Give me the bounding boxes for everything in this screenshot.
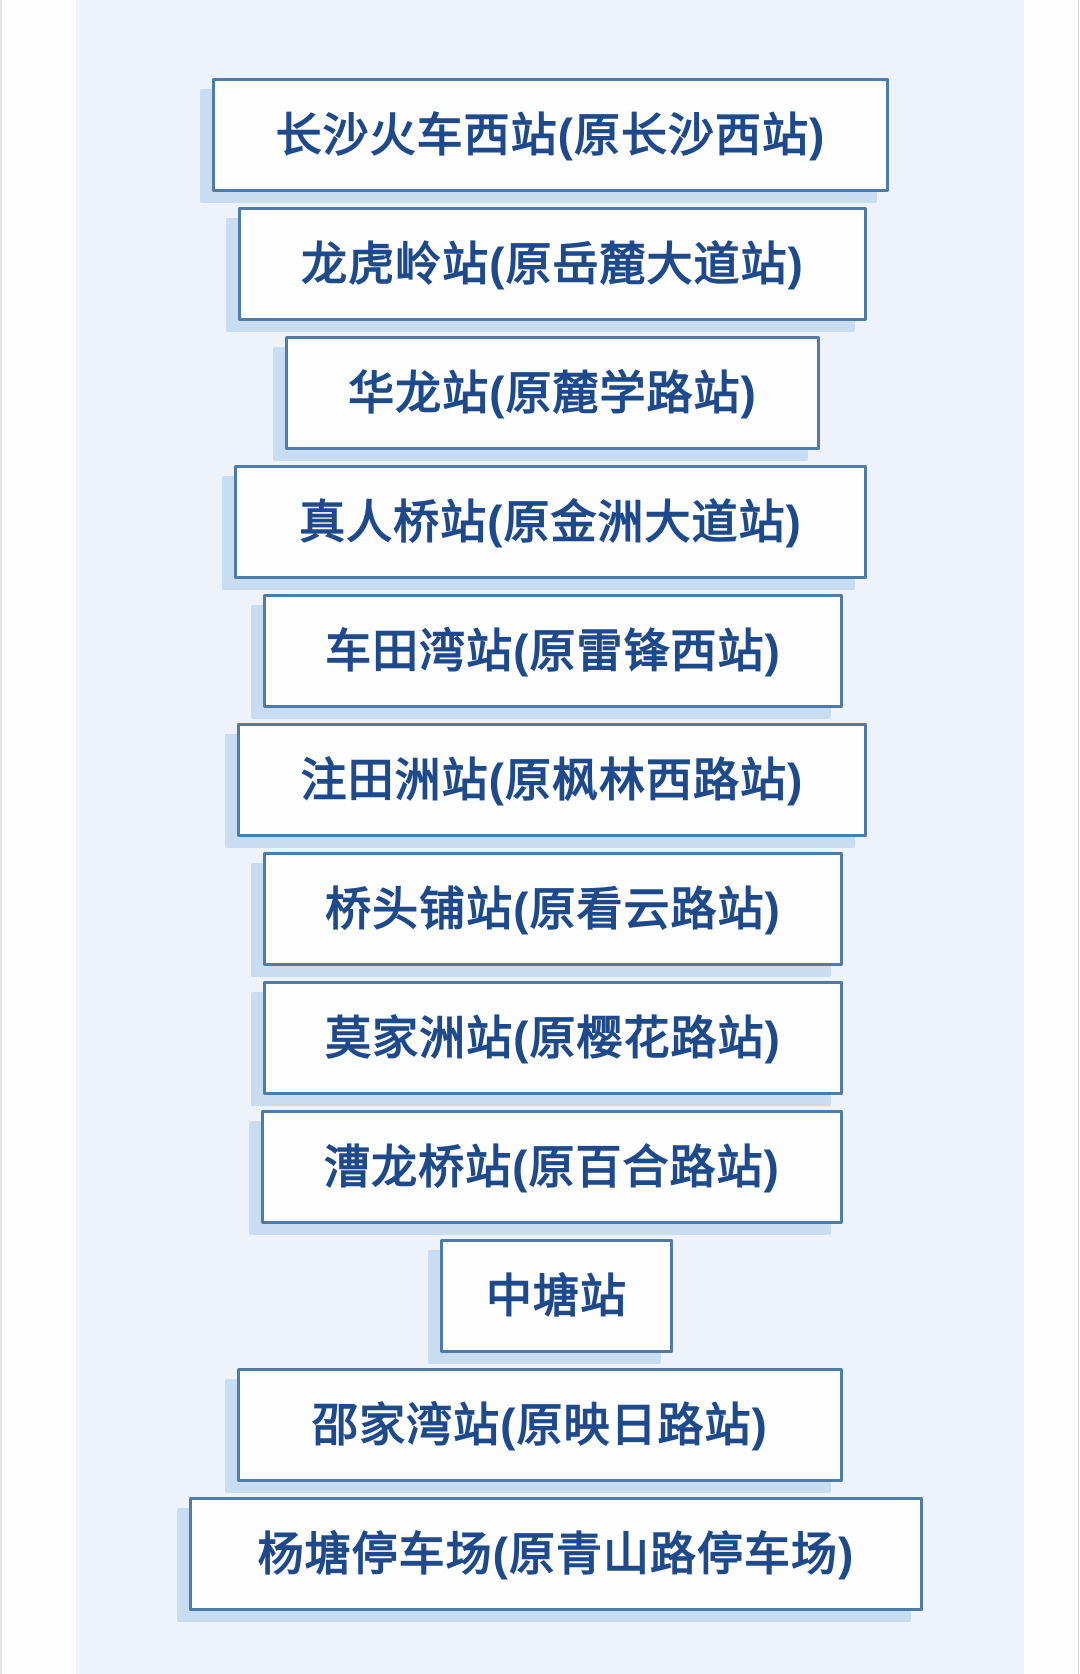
station-card-10: 中塘站 xyxy=(440,1239,673,1353)
station-card-4: 真人桥站(原金洲大道站) xyxy=(234,465,867,579)
station-card-1: 长沙火车西站(原长沙西站) xyxy=(212,78,889,192)
station-label: 桥头铺站(原看云路站) xyxy=(325,883,781,935)
right-edge-line xyxy=(1078,0,1079,1674)
station-label: 长沙火车西站(原长沙西站) xyxy=(275,109,826,161)
station-card-3: 华龙站(原麓学路站) xyxy=(285,336,820,450)
station-label: 中塘站 xyxy=(486,1270,627,1322)
station-card-8: 莫家洲站(原樱花路站) xyxy=(263,981,843,1095)
station-label: 华龙站(原麓学路站) xyxy=(348,367,757,419)
station-label: 杨塘停车场(原青山路停车场) xyxy=(257,1528,855,1580)
station-card-6: 注田洲站(原枫林西路站) xyxy=(237,723,867,837)
station-label: 龙虎岭站(原岳麓大道站) xyxy=(301,238,804,290)
station-label: 车田湾站(原雷锋西站) xyxy=(325,625,781,677)
station-label: 莫家洲站(原樱花路站) xyxy=(325,1012,781,1064)
station-label: 邵家湾站(原映日路站) xyxy=(312,1399,768,1451)
station-card-7: 桥头铺站(原看云路站) xyxy=(263,852,843,966)
station-card-5: 车田湾站(原雷锋西站) xyxy=(263,594,843,708)
station-card-9: 漕龙桥站(原百合路站) xyxy=(261,1110,843,1224)
station-card-2: 龙虎岭站(原岳麓大道站) xyxy=(238,207,867,321)
station-card-12: 杨塘停车场(原青山路停车场) xyxy=(189,1497,923,1611)
station-card-11: 邵家湾站(原映日路站) xyxy=(237,1368,843,1482)
left-edge-line xyxy=(0,0,2,1674)
station-label: 注田洲站(原枫林西路站) xyxy=(300,754,804,806)
station-label: 漕龙桥站(原百合路站) xyxy=(324,1141,780,1193)
station-label: 真人桥站(原金洲大道站) xyxy=(299,496,802,548)
